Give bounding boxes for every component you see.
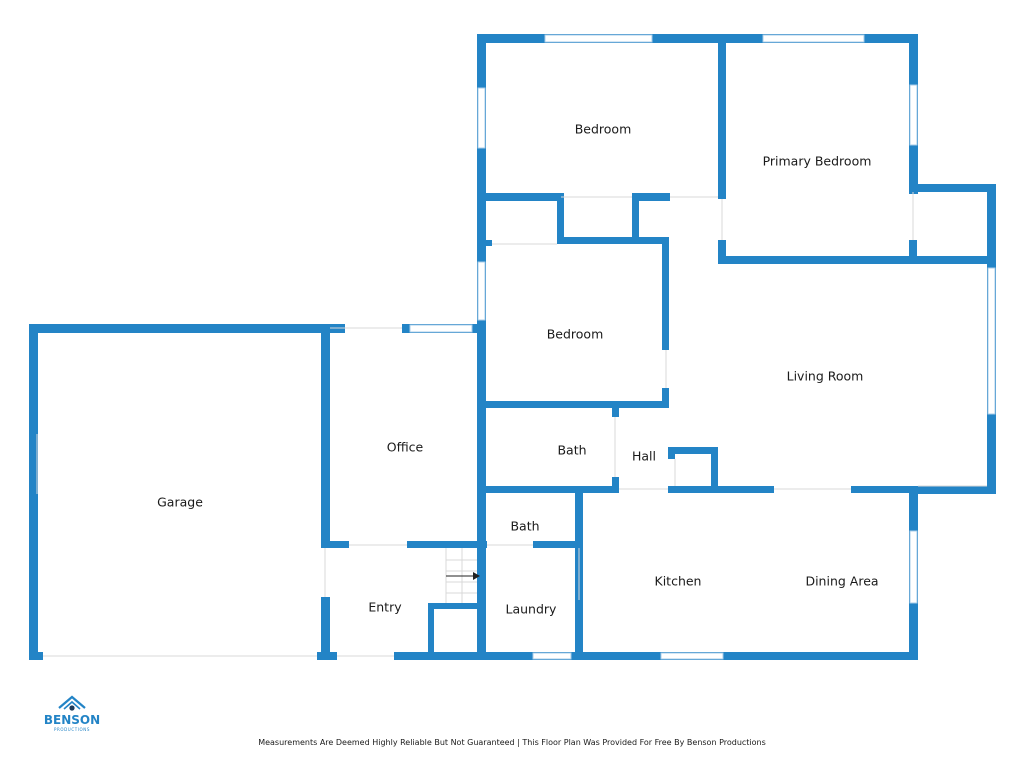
wall xyxy=(662,388,669,408)
wall xyxy=(718,240,726,264)
room-label-hall: Hall xyxy=(632,449,656,464)
wall xyxy=(909,486,996,494)
wall xyxy=(321,597,330,660)
room-label-primary-bedroom: Primary Bedroom xyxy=(763,154,872,169)
wall xyxy=(612,477,619,493)
room-label-kitchen: Kitchen xyxy=(655,574,702,589)
openings xyxy=(36,192,987,657)
walls xyxy=(29,34,996,660)
window xyxy=(477,261,486,321)
wall xyxy=(909,240,917,264)
wall xyxy=(477,541,487,548)
wall xyxy=(711,447,718,493)
room-label-living-room: Living Room xyxy=(787,369,864,384)
room-label-bath-1: Bath xyxy=(557,443,586,458)
wall xyxy=(428,603,486,609)
window xyxy=(987,267,996,415)
room-labels: Bedroom Primary Bedroom Bedroom Living R… xyxy=(157,122,878,617)
wall xyxy=(612,405,619,417)
wall xyxy=(321,324,330,548)
windows xyxy=(409,34,996,660)
wall xyxy=(851,486,918,493)
wall xyxy=(718,34,726,199)
room-label-bath-2: Bath xyxy=(510,519,539,534)
wall xyxy=(477,240,492,246)
room-label-dining-area: Dining Area xyxy=(805,574,878,589)
wall xyxy=(533,541,583,548)
window xyxy=(477,87,486,149)
wall xyxy=(477,486,619,493)
wall xyxy=(477,34,918,43)
house-logo-icon xyxy=(58,695,86,711)
window xyxy=(409,324,473,333)
benson-logo: BENSON PRODUCTIONS xyxy=(44,695,100,732)
logo-sub: PRODUCTIONS xyxy=(54,727,90,732)
room-label-bedroom-1: Bedroom xyxy=(575,122,632,137)
wall xyxy=(668,447,675,459)
wall xyxy=(29,324,345,333)
wall xyxy=(632,193,670,201)
wall xyxy=(662,237,669,350)
wall xyxy=(394,652,918,660)
room-label-entry: Entry xyxy=(368,600,402,615)
wall xyxy=(477,193,561,201)
window xyxy=(909,530,918,604)
wall xyxy=(29,652,43,660)
wall xyxy=(557,237,669,244)
window xyxy=(762,34,865,43)
window xyxy=(909,84,918,146)
room-label-garage: Garage xyxy=(157,495,203,510)
wall xyxy=(668,447,718,454)
window xyxy=(532,652,572,660)
room-label-office: Office xyxy=(387,440,424,455)
wall xyxy=(428,603,434,652)
wall xyxy=(477,34,486,334)
wall xyxy=(909,184,996,192)
room-label-bedroom-2: Bedroom xyxy=(547,327,604,342)
wall xyxy=(718,256,996,264)
wall xyxy=(407,541,486,548)
room-label-laundry: Laundry xyxy=(506,602,558,617)
window xyxy=(544,34,653,43)
stairs xyxy=(445,548,480,603)
window xyxy=(660,652,724,660)
stair-arrow-icon xyxy=(473,572,480,580)
wall xyxy=(632,193,639,243)
wall xyxy=(668,486,774,493)
wall xyxy=(477,401,669,408)
logo-name: BENSON xyxy=(44,713,100,727)
wall xyxy=(321,541,349,548)
wall xyxy=(29,324,38,660)
wall xyxy=(557,193,564,243)
disclaimer-text: Measurements Are Deemed Highly Reliable … xyxy=(258,738,766,747)
